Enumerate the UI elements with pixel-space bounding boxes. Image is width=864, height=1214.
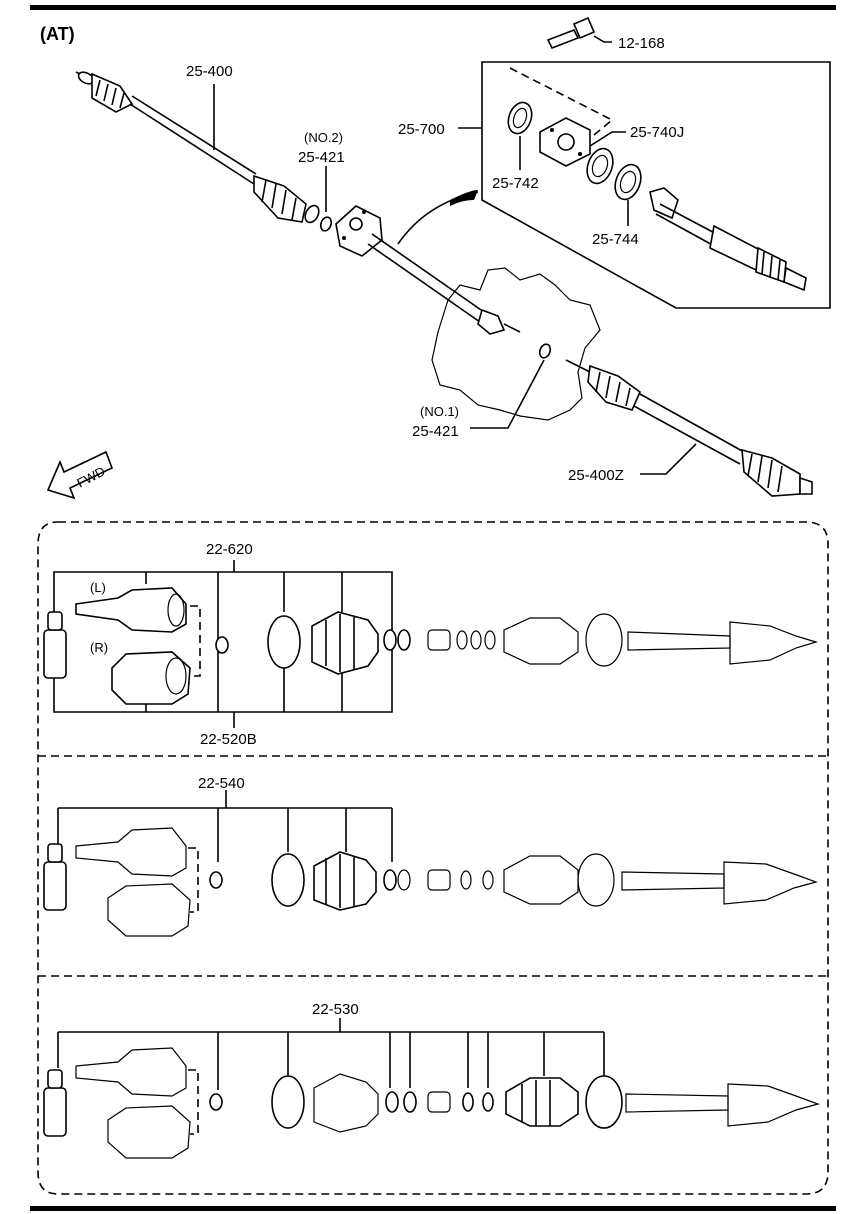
clip-no1: [538, 343, 552, 359]
kit-panel-outline: [37, 521, 829, 1195]
label-bolt: 12-168: [618, 35, 665, 52]
top-border: [30, 5, 836, 10]
label-clip-no1-tag: (NO.1): [420, 404, 459, 419]
label-clip-no2-tag: (NO.2): [304, 130, 343, 145]
label-bearing: 25-744: [592, 231, 639, 248]
bearing-bracket-on-shaft: [335, 205, 383, 257]
kit-22-530: [43, 1018, 820, 1159]
transaxle-outline: [431, 267, 601, 421]
label-shaft-right: 25-400Z: [568, 467, 624, 484]
drive-shaft-left: [75, 71, 320, 224]
kit1-bottom-label: 22-520B: [200, 731, 257, 748]
label-bracket: 25-740J: [630, 124, 684, 141]
kit1-left-tag: (L): [90, 580, 106, 595]
bottom-border: [30, 1206, 836, 1211]
intermediate-shaft: [367, 233, 521, 335]
bolt-icon: [546, 16, 612, 50]
kit1-right-tag: (R): [90, 640, 108, 655]
kit-22-540: [43, 790, 818, 937]
leader-lines: [213, 84, 697, 475]
kit3-label: 22-530: [312, 1001, 359, 1018]
page-title: (AT): [40, 24, 75, 44]
kit-22-620: [43, 560, 819, 728]
drive-shaft-right: [565, 359, 813, 497]
label-seal: 25-742: [492, 175, 539, 192]
label-clip-no2: 25-421: [298, 149, 345, 166]
kit1-top-label: 22-620: [206, 541, 253, 558]
clip-no2: [319, 216, 333, 232]
label-shaft-left: 25-400: [186, 63, 233, 80]
bearing-assembly-inset: [397, 61, 831, 309]
label-clip-no1: 25-421: [412, 423, 459, 440]
label-bearing-assembly: 25-700: [398, 121, 445, 138]
kit2-label: 22-540: [198, 775, 245, 792]
fwd-arrow-icon: FWD: [46, 450, 114, 500]
